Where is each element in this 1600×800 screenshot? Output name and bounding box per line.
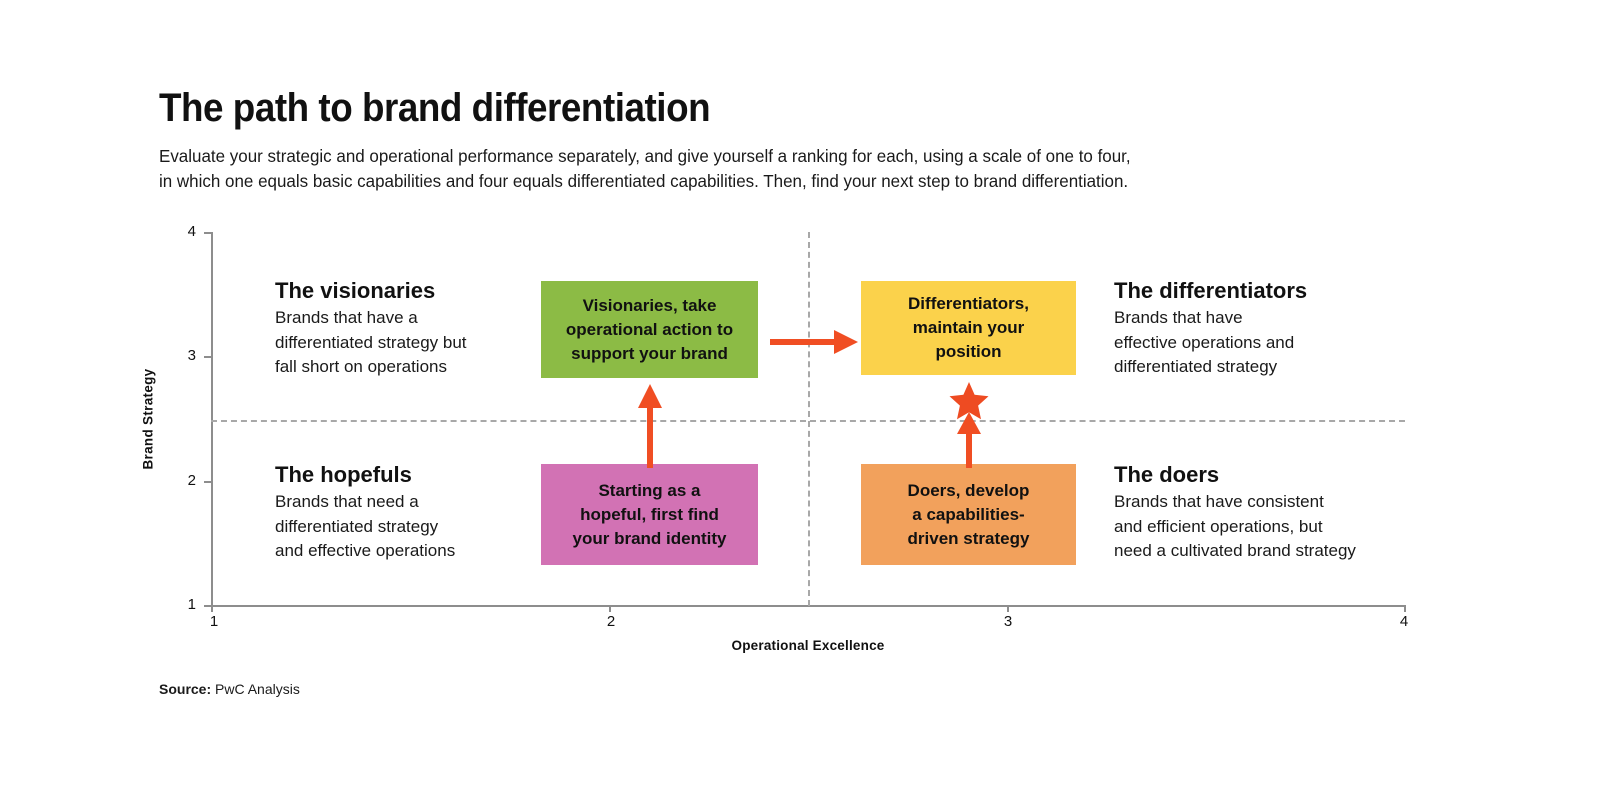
action-line: a capabilities-: [912, 504, 1025, 524]
desc-line: Brands that have consistent: [1114, 492, 1324, 511]
action-line: Doers, develop: [907, 480, 1030, 500]
subtitle-line-1: Evaluate your strategic and operational …: [159, 146, 1131, 166]
quadrant-title-differentiators: The differentiators: [1114, 278, 1308, 303]
page-title: The path to brand differentiation: [159, 86, 711, 130]
source-label: Source:: [159, 681, 212, 697]
arrow-hopefuls-to-visionaries: [638, 384, 662, 468]
quadrant-label-visionaries: The visionaries Brands that have a diffe…: [275, 278, 575, 380]
arrow-doers-to-differentiators: [957, 412, 981, 468]
x-tick-label-3: 3: [1003, 613, 1013, 630]
quadrant-title-doers: The doers: [1114, 462, 1220, 487]
y-axis-line: [211, 232, 213, 606]
y-axis-title: Brand Strategy: [140, 368, 156, 470]
action-box-visionaries[interactable]: Visionaries, take operational action to …: [541, 281, 758, 378]
subtitle-line-2: in which one equals basic capabilities a…: [159, 171, 1129, 191]
desc-line: Brands that have a: [275, 308, 418, 327]
quadrant-label-hopefuls: The hopefuls Brands that need a differen…: [275, 462, 575, 564]
action-line: operational action to: [565, 319, 734, 339]
x-tick-label-2: 2: [606, 613, 616, 630]
desc-line: need a cultivated brand strategy: [1114, 541, 1356, 560]
y-tick-label-2: 2: [187, 472, 196, 489]
y-tick-label-1: 1: [187, 596, 196, 613]
arrow-visionaries-to-differentiators: [770, 330, 858, 354]
quadrant-desc-differentiators: Brands that have effective operations an…: [1114, 306, 1424, 380]
action-box-doers[interactable]: Doers, develop a capabilities- driven st…: [861, 464, 1076, 565]
action-line: Starting as a: [598, 480, 701, 500]
action-line: driven strategy: [907, 528, 1030, 548]
x-tick-1: [211, 605, 213, 612]
desc-line: fall short on operations: [275, 357, 447, 376]
quadrant-desc-doers: Brands that have consistent and efficien…: [1114, 490, 1424, 564]
page-subtitle: Evaluate your strategic and operational …: [159, 144, 1381, 194]
y-tick-4: [204, 232, 211, 234]
x-tick-3: [1007, 605, 1009, 612]
action-line: maintain your: [912, 318, 1025, 337]
action-line: hopeful, first find: [580, 504, 719, 524]
action-box-differentiators[interactable]: Differentiators, maintain your position: [861, 281, 1076, 375]
desc-line: Brands that have: [1114, 308, 1243, 327]
quadrant-divider-vertical: [808, 232, 810, 606]
desc-line: differentiated strategy: [275, 516, 439, 536]
action-line: your brand identity: [572, 528, 727, 548]
desc-line: and efficient operations, but: [1114, 516, 1323, 536]
quadrant-desc-hopefuls: Brands that need a differentiated strate…: [275, 490, 575, 564]
x-tick-4: [1404, 605, 1406, 612]
action-line: support your brand: [571, 343, 728, 363]
y-tick-labels: 4 3 2 1: [170, 0, 196, 620]
action-line: Visionaries, take: [582, 295, 717, 315]
x-axis-title: Operational Excellence: [731, 638, 885, 653]
source-value: PwC Analysis: [215, 681, 300, 697]
action-box-hopefuls[interactable]: Starting as a hopeful, first find your b…: [541, 464, 758, 565]
y-tick-2: [204, 481, 211, 483]
action-line: position: [935, 342, 1002, 361]
y-tick-label-4: 4: [187, 223, 196, 240]
quadrant-title-visionaries: The visionaries: [275, 278, 436, 303]
desc-line: differentiated strategy: [1114, 357, 1278, 376]
desc-line: Brands that need a: [275, 492, 419, 511]
desc-line: and effective operations: [275, 541, 456, 560]
y-tick-1: [204, 605, 211, 607]
action-line: Differentiators,: [908, 294, 1029, 313]
quadrant-desc-visionaries: Brands that have a differentiated strate…: [275, 306, 575, 380]
y-tick-label-3: 3: [187, 347, 196, 364]
y-tick-3: [204, 356, 211, 358]
x-tick-2: [609, 605, 611, 612]
quadrant-title-hopefuls: The hopefuls: [275, 462, 412, 487]
desc-line: differentiated strategy but: [275, 332, 467, 352]
source-note: Source: PwC Analysis: [159, 681, 300, 697]
x-tick-label-4: 4: [1399, 613, 1409, 630]
star-icon: [949, 382, 989, 420]
quadrant-label-differentiators: The differentiators Brands that have eff…: [1114, 278, 1424, 380]
desc-line: effective operations and: [1114, 332, 1295, 352]
x-tick-label-1: 1: [209, 613, 219, 630]
quadrant-label-doers: The doers Brands that have consistent an…: [1114, 462, 1424, 564]
